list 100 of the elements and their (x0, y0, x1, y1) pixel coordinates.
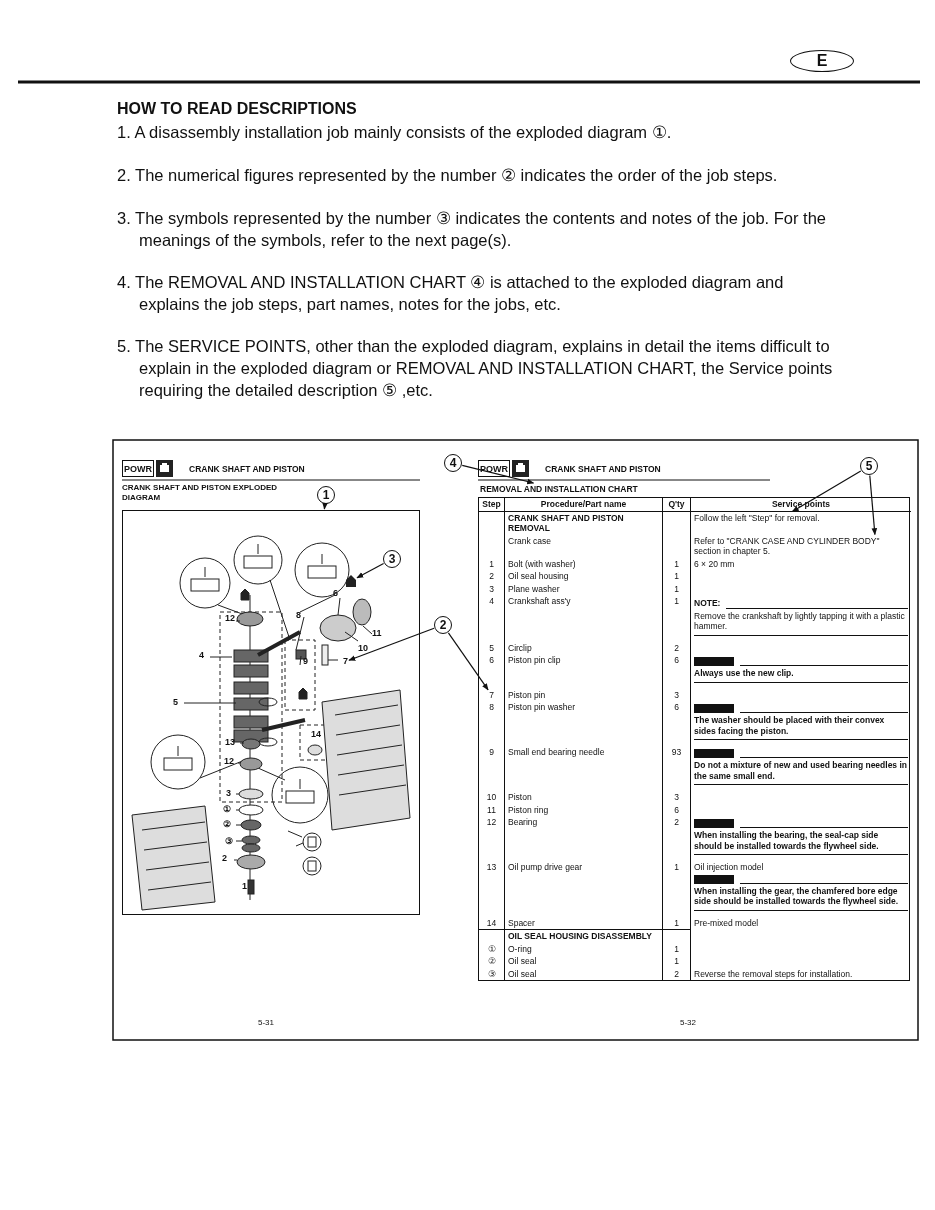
leader-arrow (356, 562, 385, 579)
quantity: 93 (671, 747, 682, 758)
quantity: 1 (674, 596, 679, 607)
symbol-icon (346, 575, 356, 587)
step-number: 7 (489, 689, 494, 700)
part-name: Oil pump drive gear (508, 862, 583, 873)
step-number: 14 (486, 917, 497, 928)
step-number: 13 (486, 862, 497, 873)
leader-arrow (461, 464, 535, 485)
quantity: 6 (674, 655, 679, 666)
service-note: The washer should be placed with their convex sides facing the piston. (694, 715, 886, 736)
part-name: CRANK SHAFT AND PISTON REMOVAL (508, 512, 625, 534)
column-header: Step (482, 499, 501, 510)
part-number: ② (223, 819, 231, 831)
part-number: 13 (225, 737, 235, 749)
part-name: O-ring (508, 943, 532, 954)
part-number: 1 (242, 881, 247, 893)
section-title: CRANK SHAFT AND PISTON (545, 464, 662, 475)
part-number: 14 (311, 729, 321, 741)
step-number: 12 (486, 817, 497, 828)
quantity: 1 (674, 583, 679, 594)
step-number: 3 (489, 583, 494, 594)
column-header: Procedure/Part name (540, 499, 627, 510)
leader-arrow (348, 627, 435, 661)
service-note: Follow the left "Step" for removal. (694, 512, 820, 523)
part-name: Crankshaft ass'y (508, 596, 571, 607)
part-name: Oil seal (508, 968, 537, 979)
chart-title: REMOVAL AND INSTALLATION CHART (480, 484, 638, 495)
numbered-paragraph: 3. The symbols represented by the number ③ indicates the contents and notes of the job. For the meanings of the symbols, refer to the next page(s). (117, 208, 828, 251)
part-number: 3 (226, 788, 231, 800)
section-code-box: POWR (478, 460, 510, 477)
service-note: Do not a mixture of new and used bearing needles in the same small end. (694, 760, 908, 781)
service-note: Pre-mixed model (694, 917, 759, 928)
part-number: 12 (225, 613, 235, 625)
part-number: 6 (333, 588, 338, 600)
part-name: Spacer (508, 917, 535, 928)
leader-arrow (791, 470, 862, 513)
leader-arrow (322, 502, 328, 510)
service-note: When installing the gear, the chamfered bore edge side should be installed towards the flywheel side. (694, 885, 900, 907)
service-note: Remove the crankshaft by lightly tapping it with a plastic hammer. (694, 610, 906, 632)
numbered-paragraph: 5. The SERVICE POINTS, other than the exploded diagram, explains in detail the items difficult to explain in the exploded diagram or REMOVAL AND INSTALLATION CHART, the Service points requiring the detailed description ⑤ ,etc. (117, 336, 834, 401)
service-note: Reverse the removal steps for installation. (694, 968, 853, 979)
part-number: 9 (303, 656, 308, 668)
part-name: Crank case (508, 535, 551, 546)
part-name: OIL SEAL HOUSING DISASSEMBLY (508, 931, 652, 942)
column-header: Q'ty (668, 499, 685, 510)
part-name: Piston ring (508, 804, 549, 815)
service-note: Refer to "CRANK CASE AND CYLINDER BODY" section in chapter 5. (694, 535, 908, 557)
service-note: NOTE: (694, 598, 721, 609)
page-number: 5-31 (258, 1018, 274, 1028)
part-name: Piston pin (508, 689, 546, 700)
quantity: 1 (674, 862, 679, 873)
step-number: 11 (487, 804, 496, 815)
step-number: 4 (489, 596, 494, 607)
part-name: Piston pin clip (508, 655, 561, 666)
numbered-paragraph: 1. A disassembly installation job mainly consists of the exploded diagram ①. (117, 122, 673, 143)
step-number: 5 (489, 642, 494, 653)
part-number: 12 (224, 756, 234, 768)
step-number: 9 (489, 747, 494, 758)
service-note: Oil injection model (694, 862, 764, 873)
quantity: 2 (674, 817, 679, 828)
part-number: ① (223, 804, 231, 816)
part-number: ③ (225, 836, 233, 848)
part-number: 7 (343, 656, 348, 668)
part-name: Piston pin washer (508, 702, 576, 713)
part-name: Circlip (508, 642, 532, 653)
part-number: 10 (358, 643, 368, 655)
service-note: 6 × 20 mm (694, 558, 735, 569)
part-number: 5 (173, 697, 178, 709)
quantity: 1 (674, 571, 679, 582)
service-note: When installing the bearing, the seal-cap side should be installed towards the flywheel side. (694, 830, 880, 851)
part-name: Bolt (with washer) (508, 558, 576, 569)
part-number: 8 (296, 610, 301, 622)
step-number: ① (487, 943, 496, 954)
section-heading: HOW TO READ DESCRIPTIONS (117, 99, 357, 119)
part-name: Bearing (508, 817, 538, 828)
page-number: 5-32 (680, 1018, 696, 1028)
quantity: 1 (674, 917, 679, 928)
step-number: 2 (489, 571, 494, 582)
step-number: ③ (487, 968, 496, 979)
step-number: 1 (489, 558, 494, 569)
leader-arrow (447, 632, 489, 691)
quantity: 1 (674, 943, 679, 954)
part-name: Piston (508, 792, 532, 803)
leader-arrow (869, 474, 878, 536)
step-number: 6 (489, 655, 494, 666)
numbered-paragraph: 2. The numerical figures represented by the number ② indicates the order of the job steps. (117, 165, 779, 186)
quantity: 3 (674, 689, 679, 700)
quantity: 6 (674, 702, 679, 713)
step-number: ② (487, 956, 496, 967)
part-name: Small end bearing needle (508, 747, 605, 758)
part-name: Plane washer (508, 583, 560, 594)
quantity: 2 (674, 642, 679, 653)
quantity: 1 (674, 558, 679, 569)
quantity: 6 (674, 804, 679, 815)
section-code-box: POWR (122, 460, 154, 477)
numbered-paragraph: 4. The REMOVAL AND INSTALLATION CHART ④ is attached to the exploded diagram and explains the job steps, part names, notes for the jobs, etc. (117, 272, 785, 315)
part-number: 4 (199, 650, 204, 662)
section-title: CRANK SHAFT AND PISTON (189, 464, 306, 475)
part-name: Oil seal (508, 956, 537, 967)
